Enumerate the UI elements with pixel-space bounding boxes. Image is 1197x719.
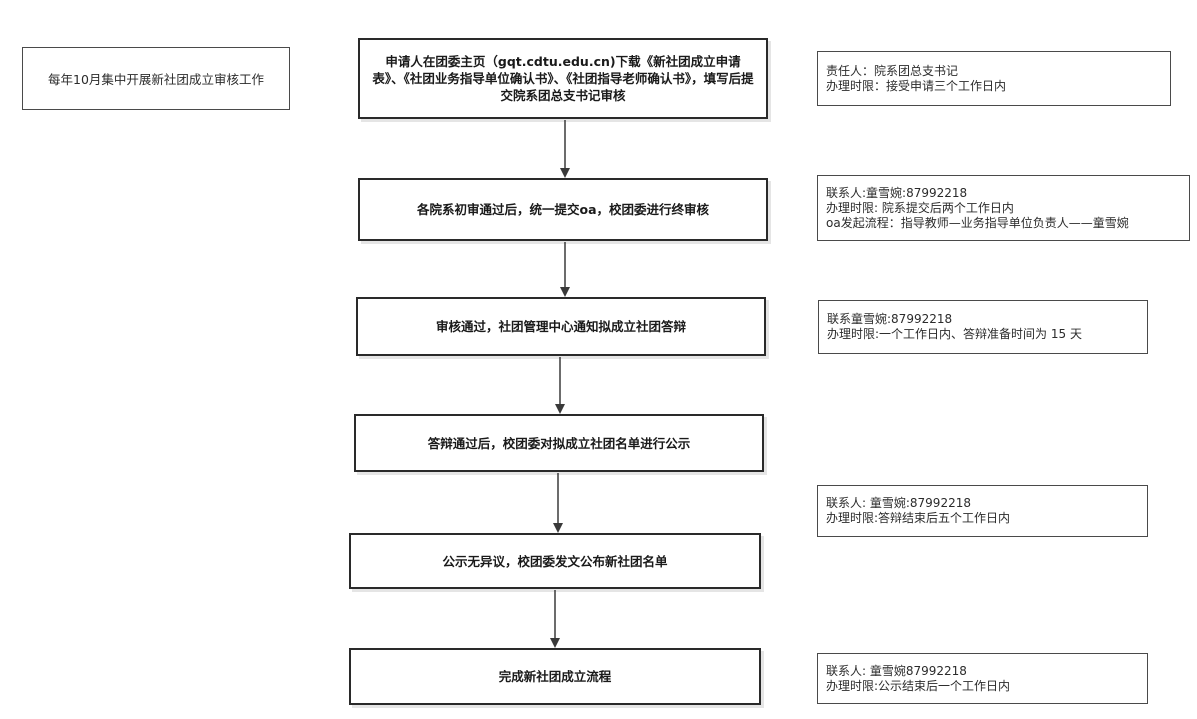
note-step-6: 联系人: 童雪婉87992218 办理时限:公示结束后一个工作日内 — [817, 653, 1148, 704]
note-1-line-2: 办理时限：接受申请三个工作日内 — [826, 78, 1007, 93]
note-2-line-3: oa发起流程：指导教师—业务指导单位负责人——童雪婉 — [826, 215, 1129, 230]
note-1-line-1: 责任人：院系团总支书记 — [826, 63, 959, 78]
note-2-line-1: 联系人:童雪婉:87992218 — [826, 185, 968, 200]
note-step-3: 联系童雪婉:87992218 办理时限:一个工作日内、答辩准备时间为 15 天 — [818, 300, 1148, 354]
annual-review-note-text: 每年10月集中开展新社团成立审核工作 — [48, 72, 264, 87]
note-step-2: 联系人:童雪婉:87992218 办理时限: 院系提交后两个工作日内 oa发起流… — [817, 175, 1190, 241]
step-4-publicity: 答辩通过后，校团委对拟成立社团名单进行公示 — [354, 414, 764, 472]
note-6-line-2: 办理时限:公示结束后一个工作日内 — [826, 678, 1011, 693]
note-step-1: 责任人：院系团总支书记 办理时限：接受申请三个工作日内 — [817, 51, 1171, 106]
note-2-line-2: 办理时限: 院系提交后两个工作日内 — [826, 200, 1014, 215]
step-3-text: 审核通过，社团管理中心通知拟成立社团答辩 — [435, 319, 686, 334]
note-3-line-1: 联系童雪婉:87992218 — [827, 312, 953, 326]
note-5-line-2: 办理时限:答辩结束后五个工作日内 — [826, 511, 1011, 525]
step-1-download-apply: 申请人在团委主页（gqt.cdtu.edu.cn)下载《新社团成立申请表》、《社… — [358, 38, 768, 119]
step-4-text: 答辩通过后，校团委对拟成立社团名单进行公示 — [427, 435, 691, 451]
step-5-text: 公示无异议，校团委发文公布新社团名单 — [442, 553, 668, 569]
note-3-line-2: 办理时限:一个工作日内、答辩准备时间为 15 天 — [827, 327, 1082, 341]
step-6-text: 完成新社团成立流程 — [498, 669, 612, 684]
step-2-department-review: 各院系初审通过后，统一提交oa，校团委进行终审核 — [358, 178, 768, 241]
step-6-complete: 完成新社团成立流程 — [349, 648, 761, 705]
step-3-defense-notice: 审核通过，社团管理中心通知拟成立社团答辩 — [356, 297, 766, 356]
annual-review-note: 每年10月集中开展新社团成立审核工作 — [22, 47, 290, 110]
note-step-5: 联系人: 童雪婉:87992218 办理时限:答辩结束后五个工作日内 — [817, 485, 1148, 537]
note-6-line-1: 联系人: 童雪婉87992218 — [826, 663, 967, 678]
note-5-line-1: 联系人: 童雪婉:87992218 — [826, 496, 971, 510]
step-1-text: 申请人在团委主页（gqt.cdtu.edu.cn)下载《新社团成立申请表》、《社… — [372, 54, 754, 103]
step-5-announce-list: 公示无异议，校团委发文公布新社团名单 — [349, 533, 761, 589]
step-2-text: 各院系初审通过后，统一提交oa，校团委进行终审核 — [416, 202, 710, 217]
